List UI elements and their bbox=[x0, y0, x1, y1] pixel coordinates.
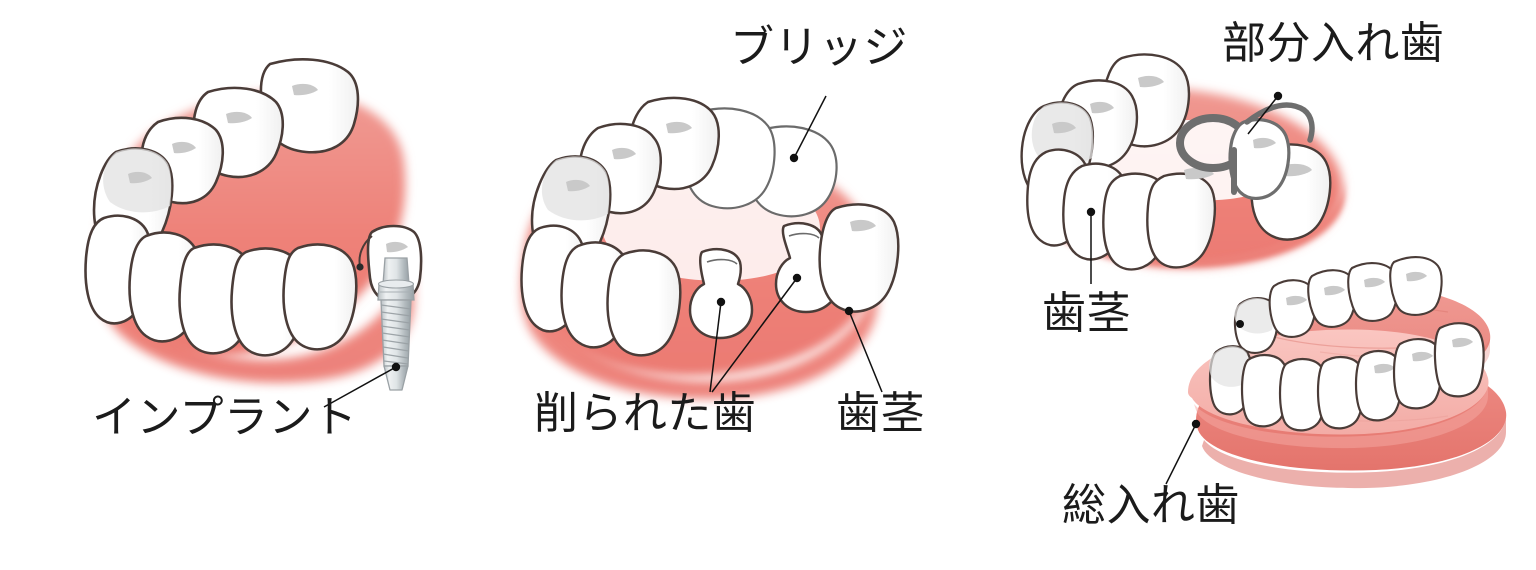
bridge-lower-teeth-row bbox=[520, 203, 900, 357]
denture-clasp-icon bbox=[1176, 102, 1315, 200]
label-partial-denture: 部分入れ歯 bbox=[1222, 18, 1445, 69]
bridge-gum-leader-line bbox=[844, 306, 883, 393]
label-bridge: ブリッジ bbox=[730, 22, 908, 73]
implant-lower-teeth-row bbox=[84, 214, 358, 357]
label-gum-middle: 歯茎 bbox=[836, 388, 925, 439]
implant-crown-dot bbox=[356, 235, 373, 271]
denture-panel bbox=[1020, 53, 1507, 489]
bridge-leader-line bbox=[789, 95, 827, 163]
label-shaved-teeth: 削られた歯 bbox=[534, 388, 757, 439]
label-gum-right: 歯茎 bbox=[1042, 288, 1131, 339]
full-denture-lower-teeth bbox=[1208, 322, 1485, 432]
label-full-denture: 総入れ歯 bbox=[1062, 480, 1240, 531]
full-denture bbox=[1188, 256, 1507, 489]
full-denture-leader-line bbox=[1165, 419, 1201, 485]
denture-tooth-dot bbox=[1236, 320, 1244, 328]
full-denture-upper-teeth bbox=[1233, 256, 1443, 354]
shaved-teeth-leader-lines bbox=[709, 273, 802, 393]
partial-denture-leader-line bbox=[1247, 91, 1283, 135]
bridge-panel bbox=[520, 95, 900, 399]
implant-leader-line bbox=[323, 362, 401, 408]
implant-screw-icon bbox=[377, 257, 415, 391]
bridge-upper-teeth-row bbox=[530, 96, 838, 270]
denture-gum-leader-line bbox=[1086, 207, 1096, 284]
label-implant: インプラント bbox=[92, 392, 358, 443]
implant-panel bbox=[84, 58, 423, 408]
